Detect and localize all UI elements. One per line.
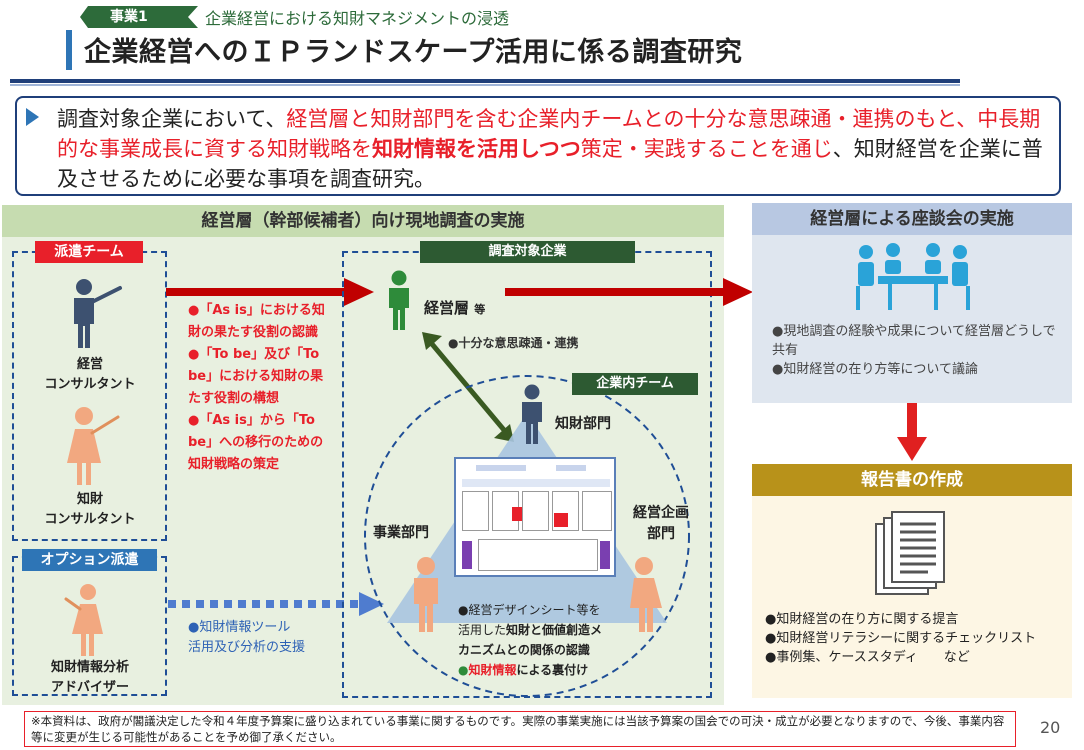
intro-text-6: 、知財経営を企業に普及させるために必要な事項を調査研究。	[57, 137, 1043, 191]
bullet-triangle-icon	[26, 108, 39, 126]
roundtable-items: ●現地調査の経験や成果について経営層どうしで共有 ●知財経営の在り方等について議…	[772, 324, 1056, 377]
ip-consultant-label: 知財コンサルタント	[44, 492, 136, 527]
intro-text-3: 知財情報を活用しつつ	[372, 137, 581, 161]
communication-label: ●十分な意思疎通・連携	[448, 336, 579, 350]
ip-dept-figure-icon	[522, 384, 542, 444]
field-survey-header: 経営層（幹部候補者）向け現地調査の実施	[2, 205, 724, 237]
title-underline	[10, 79, 960, 83]
internal-team-label: 企業内チーム	[572, 373, 698, 395]
intro-text-4: 策定・実践すること	[580, 137, 770, 161]
management-label: 経営層 等	[424, 299, 486, 317]
dispatch-arrow-icon	[166, 278, 374, 306]
management-figure-icon	[389, 270, 409, 330]
option-dispatch-label: オプション派遣	[22, 549, 157, 571]
option-dispatch-arrow-icon	[168, 592, 384, 616]
ip-consultant-icon	[67, 407, 120, 485]
intro-text-5: を通じ	[769, 137, 833, 161]
design-sheet-text: ●経営デザインシート等を 活用した知財と価値創造メ カニズムとの関係の認識 ●知…	[458, 603, 603, 677]
ip-analyst-label: 知財情報分析アドバイザー	[50, 660, 129, 695]
report-items: ●知財経営の在り方に関する提言 ●知財経営リテラシーに関するチェックリスト ●事…	[765, 612, 1037, 665]
design-sheet-image	[454, 457, 616, 577]
report-header: 報告書の作成	[752, 464, 1072, 496]
target-company-label: 調査対象企業	[420, 241, 635, 263]
planning-dept-figure-icon	[630, 557, 662, 632]
intro-text-2: 経営層と知財部門を含む企業内チームとの十分な意思疎通・連携のもと、中長期的な事業…	[57, 107, 1041, 161]
management-consultant-icon	[74, 279, 122, 348]
intro-text-1: 調査対象企業において、	[57, 107, 287, 131]
down-arrow-icon	[897, 403, 927, 461]
footnote: ※本資料は、政府が閣議決定した令和４年度予算案に盛り込まれている事業に関するもの…	[24, 711, 1016, 747]
page-number: 20	[1040, 718, 1061, 737]
ip-analyst-icon	[64, 584, 103, 656]
title-underline-light	[10, 84, 960, 86]
roundtable-panel	[752, 203, 1072, 403]
page-subtitle: 企業経営における知財マネジメントの浸透	[205, 9, 510, 28]
intro-box: 調査対象企業において、経営層と知財部門を含む企業内チームとの十分な意思疎通・連携…	[15, 96, 1061, 196]
tool-support-text: ●知財情報ツール活用及び分析の支援	[188, 620, 306, 655]
ip-dept-label: 知財部門	[555, 416, 611, 432]
title-accent-bar	[66, 30, 72, 70]
business-dept-label: 事業部門	[373, 525, 429, 541]
survey-points-list: ●「As is」における知財の果たす役割の認識 ●「To be」及び「To be…	[188, 303, 325, 472]
report-documents-icon	[875, 511, 945, 595]
roundtable-header: 経営層による座談会の実施	[752, 203, 1072, 235]
business-dept-figure-icon	[414, 557, 438, 632]
dispatch-team-label: 派遣チーム	[35, 241, 143, 263]
to-roundtable-arrow-icon	[505, 278, 753, 306]
management-consultant-label: 経営コンサルタント	[44, 357, 136, 392]
meeting-icon	[856, 243, 970, 310]
page-title: 企業経営へのＩＰランドスケープ活用に係る調査研究	[84, 37, 743, 68]
planning-dept-label: 経営企画部門	[633, 505, 689, 542]
project-badge: 事業1	[80, 6, 198, 28]
